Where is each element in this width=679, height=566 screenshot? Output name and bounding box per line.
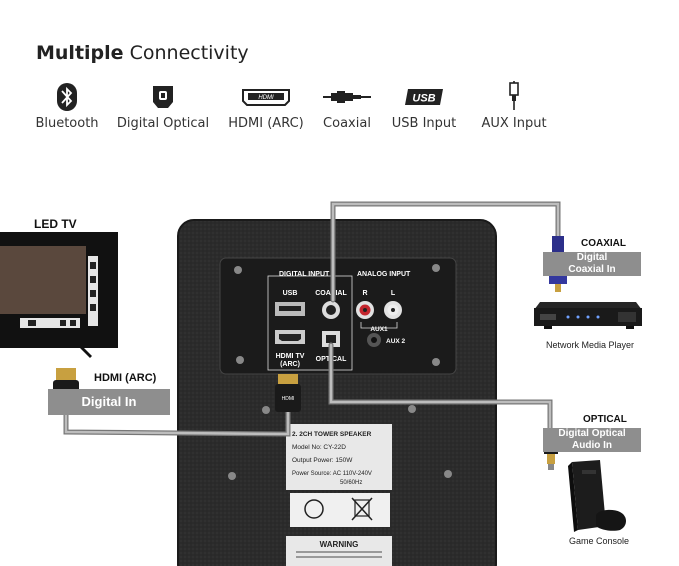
panel-l: L bbox=[391, 290, 396, 297]
optical-box-line1: Digital Optical bbox=[558, 428, 626, 439]
hdmi-digital-in-box: Digital In bbox=[48, 389, 170, 415]
aux-icon bbox=[509, 81, 519, 110]
svg-text:USB: USB bbox=[412, 93, 435, 105]
connectivity-label: HDMI (ARC) bbox=[228, 116, 304, 131]
connectivity-label: Bluetooth bbox=[35, 116, 99, 131]
connectivity-optical: Digital Optical bbox=[108, 80, 218, 131]
coaxial-label: COAXIAL bbox=[581, 238, 626, 249]
optical-box-line2: Audio In bbox=[572, 440, 612, 451]
game-console-caption: Game Console bbox=[569, 536, 630, 546]
coaxial-digital-in-box: Digital Coaxial In bbox=[543, 252, 641, 276]
coaxial-icon bbox=[323, 91, 371, 103]
panel-digital-input: DIGITAL INPUT bbox=[279, 271, 330, 278]
heading-light: Connectivity bbox=[129, 42, 249, 64]
spec-label: 2. 2CH TOWER SPEAKER Model No: CY-22D Ou… bbox=[286, 424, 392, 566]
led-tv bbox=[0, 232, 118, 358]
connectivity-hdmi: HDMI HDMI (ARC) bbox=[211, 80, 321, 131]
panel-analog-input: ANALOG INPUT bbox=[357, 271, 411, 278]
game-console bbox=[568, 460, 626, 532]
connectivity-label: USB Input bbox=[391, 116, 457, 131]
connectivity-label: Digital Optical bbox=[116, 116, 210, 131]
hdmi-connector-speaker: HDMI bbox=[275, 374, 301, 412]
svg-text:HDMI: HDMI bbox=[258, 95, 274, 101]
spec-warning: WARNING bbox=[320, 540, 359, 549]
connectivity-label: AUX Input bbox=[481, 116, 547, 131]
optical-icon bbox=[153, 86, 173, 108]
network-media-player-caption: Network Media Player bbox=[546, 340, 635, 350]
panel-usb: USB bbox=[283, 290, 298, 297]
tv-label: LED TV bbox=[34, 217, 77, 231]
connectivity-bluetooth: Bluetooth bbox=[12, 80, 122, 131]
panel-r: R bbox=[362, 290, 367, 297]
input-panel: DIGITAL INPUT ANALOG INPUT USB COAXIAL R… bbox=[219, 257, 457, 375]
spec-source-hz: 50/60Hz bbox=[340, 480, 362, 486]
panel-aux2: AUX 2 bbox=[386, 338, 406, 345]
panel-aux1: AUX1 bbox=[370, 326, 388, 333]
coaxial-box-line2: Coaxial In bbox=[568, 264, 616, 275]
spec-title: 2. 2CH TOWER SPEAKER bbox=[292, 431, 372, 438]
optical-label: OPTICAL bbox=[583, 414, 627, 425]
optical-audio-in-box: Digital Optical Audio In bbox=[543, 428, 641, 452]
spec-source: Power Source: AC 110V-240V bbox=[292, 471, 372, 477]
connectivity-aux: AUX Input bbox=[459, 80, 569, 131]
hdmi-icon: HDMI bbox=[242, 89, 290, 106]
spec-model: Model No: CY-22D bbox=[292, 444, 346, 451]
panel-hdmi-arc: (ARC) bbox=[280, 361, 300, 368]
connectivity-usb: USB USB Input bbox=[369, 80, 479, 131]
hdmi-label: HDMI (ARC) bbox=[94, 372, 157, 384]
page-title: Multiple Connectivity bbox=[36, 42, 249, 64]
connectivity-coaxial: Coaxial bbox=[292, 80, 402, 131]
connectivity-label: Coaxial bbox=[323, 116, 371, 131]
heading-bold: Multiple bbox=[36, 42, 124, 64]
spec-power: Output Power: 150W bbox=[292, 457, 353, 464]
coaxial-box-line1: Digital bbox=[576, 252, 608, 263]
usb-icon: USB bbox=[405, 89, 443, 105]
panel-hdmi-tv: HDMI TV bbox=[276, 353, 305, 360]
svg-text:HDMI: HDMI bbox=[282, 396, 295, 402]
bluetooth-icon bbox=[57, 83, 77, 111]
network-media-player bbox=[534, 302, 642, 329]
